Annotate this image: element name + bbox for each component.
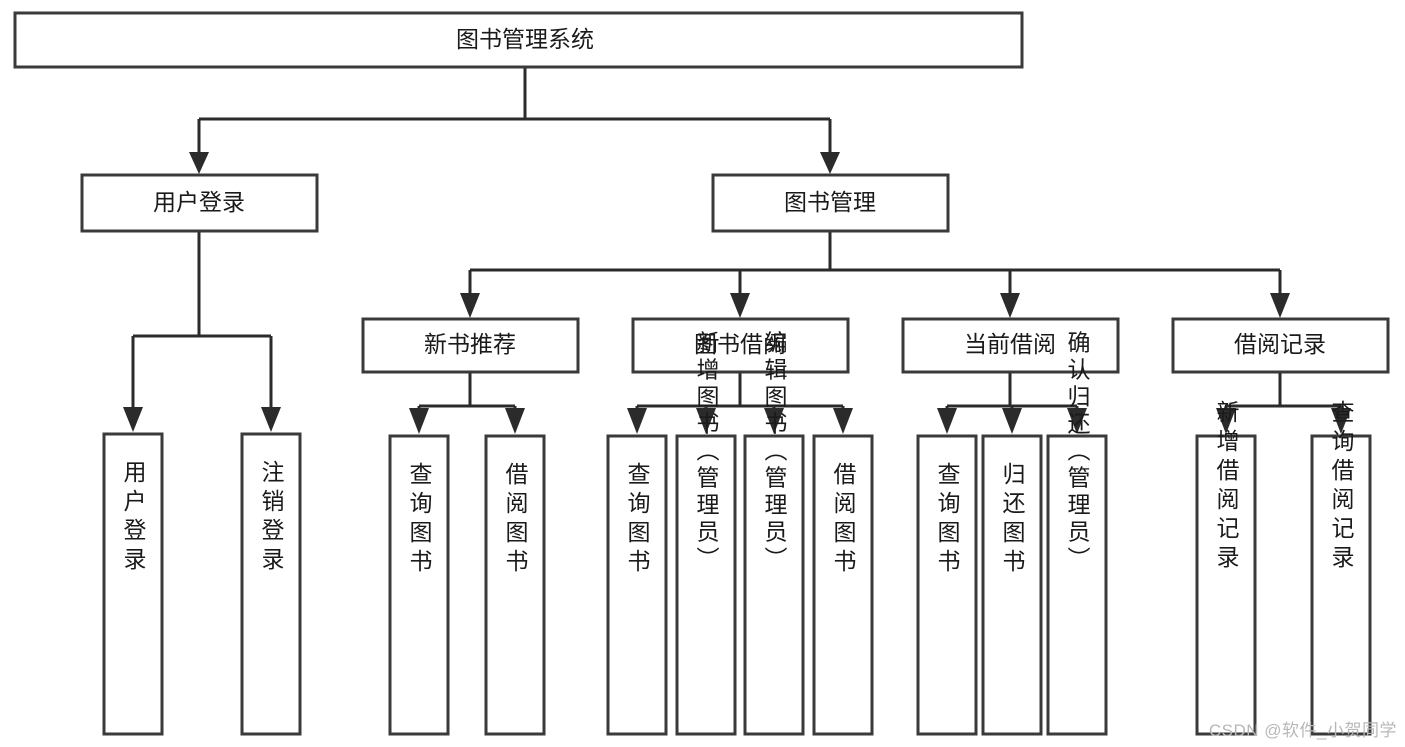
node-borrow-record-box[interactable] <box>1171 317 1390 374</box>
leaf-book-borrow-4-label: 借阅图书 <box>830 462 857 578</box>
leaf-current-borrow-2-label: 归还图书 <box>999 462 1026 578</box>
leaf-new-book-2-label: 借阅图书 <box>502 462 529 578</box>
leaf-borrow-record-2-label: 查询借阅记录 <box>1328 400 1355 574</box>
node-book-borrow-label: 图书借阅 <box>694 331 786 357</box>
leaf-user-login-1-label: 用户登录 <box>120 460 147 576</box>
node-book-borrow[interactable]: 图书借阅 <box>631 317 850 374</box>
node-current-borrow[interactable]: 当前借阅 <box>901 317 1120 374</box>
leaf-book-borrow-4-box[interactable] <box>812 434 874 736</box>
arrow-head-current-borrow-leaf-1 <box>937 408 957 434</box>
arrow-head-book-mgmt <box>820 152 840 174</box>
arrow-head-book-borrow-leaf-1 <box>627 408 647 434</box>
node-book-management-label: 图书管理 <box>784 189 876 215</box>
leaf-user-login-2[interactable]: 注销登录 <box>240 432 302 736</box>
node-new-book-recommend-box[interactable] <box>361 317 580 374</box>
leaf-book-borrow-1-box[interactable] <box>606 434 668 736</box>
leaf-user-login-1[interactable]: 用户登录 <box>102 432 164 736</box>
arrow-head-book-borrow-leaf-3 <box>764 408 784 434</box>
leaf-book-borrow-2-label: 新增图书（管理员） <box>693 331 720 574</box>
leaf-current-borrow-3-label: 确认归还（管理员） <box>1064 331 1091 574</box>
leaf-new-book-2-box[interactable] <box>484 434 546 736</box>
arrow-head-user-login-leaf-1 <box>123 407 143 432</box>
node-root-label: 图书管理系统 <box>456 26 594 52</box>
node-user-login[interactable]: 用户登录 <box>80 173 319 233</box>
leaf-book-borrow-3-label: 编辑图书（管理员） <box>761 331 788 574</box>
node-current-borrow-label: 当前借阅 <box>964 331 1056 357</box>
node-current-borrow-box[interactable] <box>901 317 1120 374</box>
leaf-new-book-2[interactable]: 借阅图书 <box>484 434 546 736</box>
leaf-book-borrow-3[interactable]: 编辑图书（管理员） <box>743 331 805 736</box>
arrow-head-borrow-record-leaf-1 <box>1216 408 1236 434</box>
leaf-book-borrow-2[interactable]: 新增图书（管理员） <box>675 331 737 736</box>
arrow-head-user-login-leaf-2 <box>261 407 281 432</box>
arrow-head-current-borrow <box>1000 293 1020 318</box>
arrow-head-book-borrow <box>730 293 750 318</box>
leaf-book-borrow-4[interactable]: 借阅图书 <box>812 434 874 736</box>
leaf-user-login-1-box[interactable] <box>102 432 164 736</box>
leaf-user-login-2-label: 注销登录 <box>258 460 285 576</box>
arrow-head-new-book-leaf-2 <box>505 408 525 434</box>
node-root[interactable]: 图书管理系统 <box>13 11 1024 69</box>
arrow-head-new-book <box>460 293 480 318</box>
node-new-book-recommend[interactable]: 新书推荐 <box>361 317 580 374</box>
arrow-head-borrow-record-leaf-2 <box>1331 408 1351 434</box>
leaf-current-borrow-1-box[interactable] <box>916 434 978 736</box>
leaf-borrow-record-1-box[interactable] <box>1195 434 1257 736</box>
leaf-user-login-2-box[interactable] <box>240 432 302 736</box>
leaf-current-borrow-3-box[interactable] <box>1046 434 1108 736</box>
leaf-book-borrow-2-box[interactable] <box>675 434 737 736</box>
leaf-borrow-record-2-box[interactable] <box>1310 434 1372 736</box>
arrow-head-new-book-leaf-1 <box>409 408 429 434</box>
leaf-borrow-record-2[interactable]: 查询借阅记录 <box>1310 400 1372 736</box>
arrow-head-book-borrow-leaf-2 <box>696 408 716 434</box>
node-root-box[interactable] <box>13 11 1024 69</box>
leaf-new-book-1[interactable]: 查询图书 <box>388 434 450 736</box>
leaf-book-borrow-1-label: 查询图书 <box>624 462 651 578</box>
arrow-head-current-borrow-leaf-2 <box>1002 408 1022 434</box>
leaf-current-borrow-2[interactable]: 归还图书 <box>981 434 1043 736</box>
node-borrow-record-label: 借阅记录 <box>1234 331 1326 357</box>
node-user-login-label: 用户登录 <box>153 189 245 215</box>
leaf-new-book-1-label: 查询图书 <box>406 462 433 578</box>
node-book-management[interactable]: 图书管理 <box>711 173 950 233</box>
connector-layer <box>123 67 1351 434</box>
arrow-head-current-borrow-leaf-3 <box>1067 408 1087 434</box>
leaf-book-borrow-1[interactable]: 查询图书 <box>606 434 668 736</box>
node-borrow-record[interactable]: 借阅记录 <box>1171 317 1390 374</box>
leaf-borrow-record-1-label: 新增借阅记录 <box>1213 400 1240 574</box>
leaf-current-borrow-3[interactable]: 确认归还（管理员） <box>1046 331 1108 736</box>
leaf-current-borrow-1-label: 查询图书 <box>934 462 961 578</box>
leaf-book-borrow-3-box[interactable] <box>743 434 805 736</box>
node-book-management-box[interactable] <box>711 173 950 233</box>
watermark-text: CSDN @软件_小贺同学 <box>1208 721 1397 740</box>
node-user-login-box[interactable] <box>80 173 319 233</box>
arrow-head-borrow-record <box>1270 293 1290 318</box>
leaf-current-borrow-2-box[interactable] <box>981 434 1043 736</box>
leaf-current-borrow-1[interactable]: 查询图书 <box>916 434 978 736</box>
leaf-new-book-1-box[interactable] <box>388 434 450 736</box>
node-new-book-recommend-label: 新书推荐 <box>424 331 516 357</box>
arrow-head-user-login <box>189 152 209 174</box>
leaf-borrow-record-1[interactable]: 新增借阅记录 <box>1195 400 1257 736</box>
node-book-borrow-box[interactable] <box>631 317 850 374</box>
arrow-head-book-borrow-leaf-4 <box>833 408 853 434</box>
